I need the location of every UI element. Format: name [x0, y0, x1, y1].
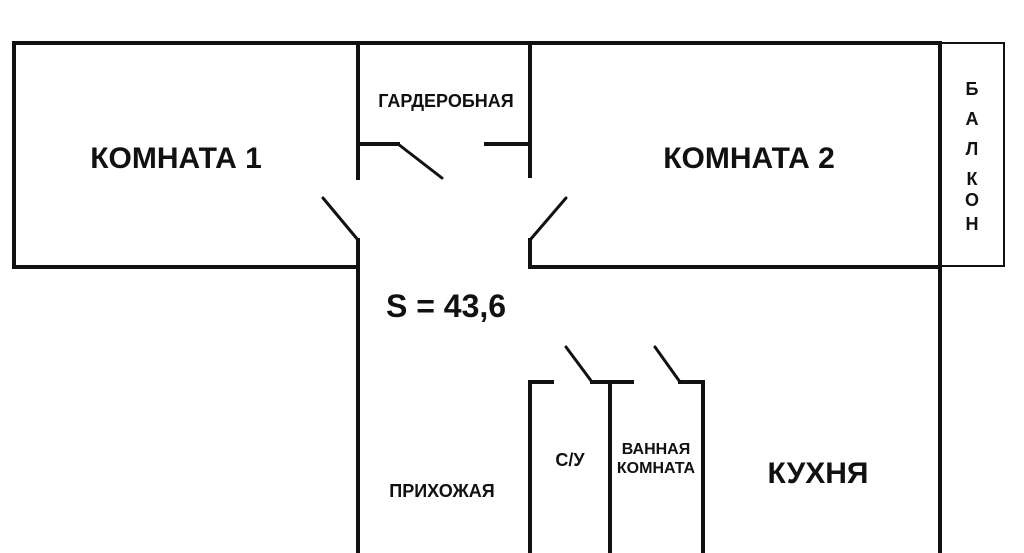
bathroom-label-line1: ВАННАЯ	[622, 441, 690, 458]
room2-label: КОМНАТА 2	[663, 142, 835, 175]
hallway-label: ПРИХОЖАЯ	[389, 481, 494, 501]
doors	[321, 142, 682, 384]
room1-label: КОМНАТА 1	[90, 142, 262, 175]
bath-door	[653, 345, 682, 384]
balcony	[939, 42, 1005, 267]
balcony-letter: К	[967, 169, 979, 189]
wardrobe-label: ГАРДЕРОБНАЯ	[378, 91, 513, 111]
balcony-letter: Б	[966, 79, 979, 99]
balcony-letter: О	[965, 190, 979, 210]
wardrobe-door	[396, 142, 444, 180]
wc-label: С/У	[555, 450, 585, 470]
balcony-outline	[939, 42, 1005, 267]
balcony-letter: Л	[966, 139, 979, 159]
labels: КОМНАТА 1 КОМНАТА 2 ГАРДЕРОБНАЯ S = 43,6…	[90, 79, 979, 501]
balcony-letter: Н	[966, 214, 979, 234]
bathroom-label-line2: КОМНАТА	[617, 460, 696, 477]
balcony-letter: А	[966, 109, 979, 129]
walls	[12, 41, 942, 553]
balcony-label: Б А Л К О О Н	[965, 79, 979, 234]
area-label: S = 43,6	[386, 288, 506, 324]
wc-door	[564, 345, 594, 384]
room2-door	[528, 196, 568, 242]
kitchen-label: КУХНЯ	[768, 457, 869, 490]
room1-door	[321, 196, 360, 242]
